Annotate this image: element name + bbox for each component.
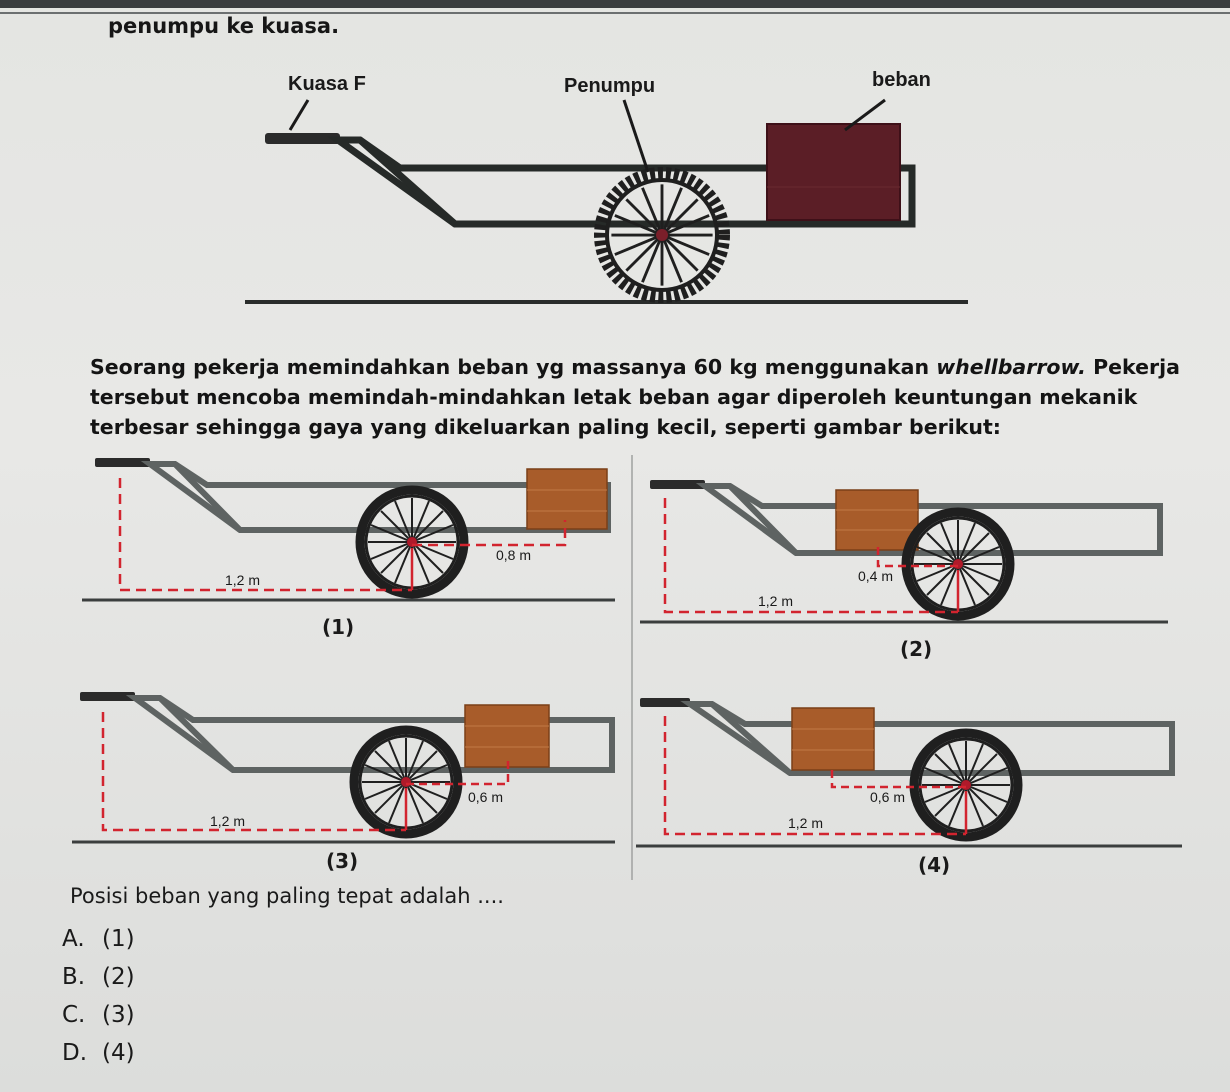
option-b[interactable]: B. (2) (62, 964, 135, 990)
dist-effort-label: 1,2 m (225, 572, 260, 588)
dist-load-label: 0,6 m (870, 789, 905, 805)
load-box (464, 704, 550, 768)
handle-grip (265, 133, 340, 144)
option-text: (4) (102, 1040, 135, 1066)
paragraph-line-1: Seorang pekerja memindahkan beban yg mas… (90, 352, 1180, 382)
panel-2: 1,2 m 0,4 m (2) (640, 480, 1168, 661)
question-text: Posisi beban yang paling tepat adalah ..… (70, 884, 504, 908)
paragraph-italic: whellbarrow. (936, 355, 1086, 379)
option-a[interactable]: A. (1) (62, 926, 135, 952)
dist-load-label: 0,4 m (858, 568, 893, 584)
option-text: (3) (102, 1002, 135, 1028)
load-box (791, 707, 875, 771)
paragraph-text: Seorang pekerja memindahkan beban yg mas… (90, 355, 937, 379)
paragraph-line-3: terbesar sehingga gaya yang dikeluarkan … (90, 415, 1001, 439)
panel-1: 1,2 m 0,8 m (1) (82, 458, 615, 639)
handle-grip (640, 698, 690, 707)
option-text: (1) (102, 926, 135, 952)
top-border-line (0, 12, 1230, 14)
top-wheelbarrow: Kuasa F Penumpu beban (245, 69, 968, 304)
problem-paragraph: Seorang pekerja memindahkan beban yg mas… (90, 352, 1180, 442)
option-letter: B. (62, 964, 86, 990)
dist-load-label: 0,6 m (468, 789, 503, 805)
option-d[interactable]: D. (4) (62, 1040, 135, 1066)
dist-effort-label: 1,2 m (210, 813, 245, 829)
option-letter: C. (62, 1002, 86, 1028)
load-box (526, 468, 608, 530)
option-letter: D. (62, 1040, 88, 1066)
load-box (835, 489, 919, 551)
panel-caption: (3) (326, 849, 358, 873)
label-load: beban (872, 69, 931, 91)
panel-caption: (2) (900, 637, 932, 661)
option-letter: A. (62, 926, 85, 952)
paragraph-text: Pekerja (1085, 355, 1180, 379)
panel-3: 1,2 m 0,6 m (3) (72, 692, 615, 873)
option-c[interactable]: C. (3) (62, 1002, 135, 1028)
panel-caption: (1) (322, 615, 354, 639)
paragraph-line-2: tersebut mencoba memindah-mindahkan leta… (90, 385, 1138, 409)
handle-grip (95, 458, 150, 467)
handle-grip (80, 692, 135, 701)
dist-load-label: 0,8 m (496, 547, 531, 563)
intro-text: penumpu ke kuasa. (108, 14, 340, 38)
label-fulcrum: Penumpu (564, 75, 655, 97)
option-text: (2) (102, 964, 135, 990)
dist-effort-label: 1,2 m (758, 593, 793, 609)
panel-caption: (4) (918, 853, 950, 877)
handle-grip (650, 480, 705, 489)
label-force: Kuasa F (288, 73, 366, 95)
panel-4: 1,2 m 0,6 m (4) (636, 698, 1182, 877)
load-box (766, 123, 901, 221)
top-border (0, 0, 1230, 8)
dist-effort-label: 1,2 m (788, 815, 823, 831)
wheel (594, 167, 730, 303)
